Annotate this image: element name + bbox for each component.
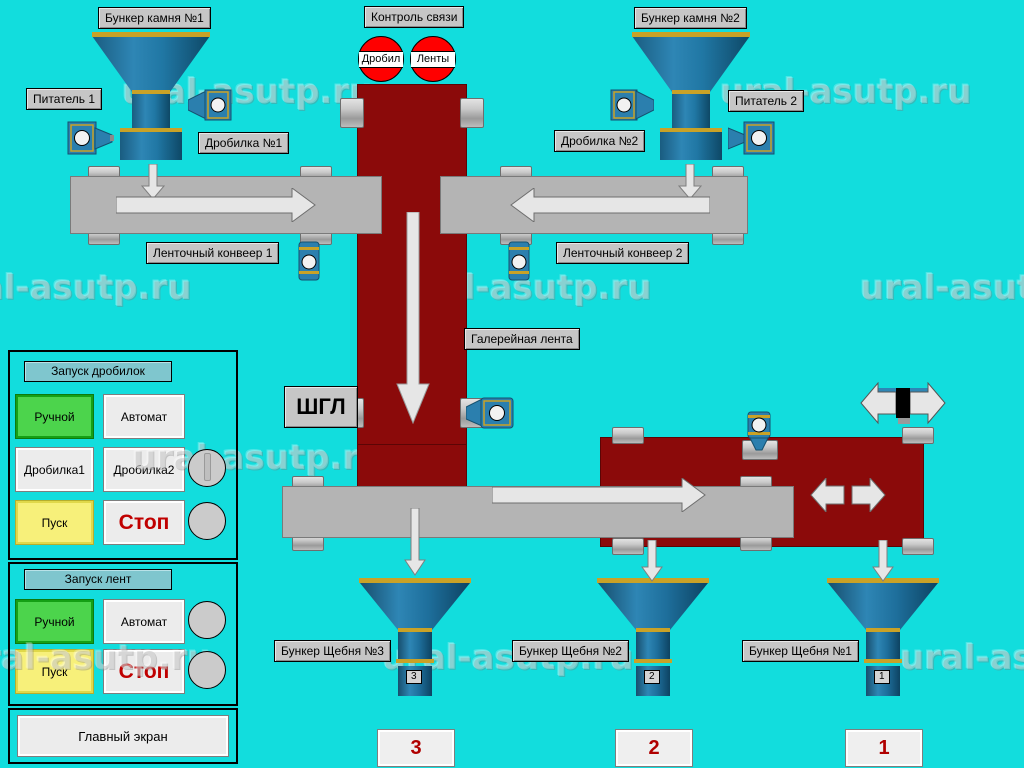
flow-arrow-down-to-belt-1 [141,164,165,200]
crusher-2-motor[interactable] [728,120,776,156]
feeder-1-motor[interactable] [188,88,234,122]
belt-mode-indicator-lamp [188,601,226,639]
shuttle-position-arrows [860,382,946,425]
tripper-travel-arrows [810,478,886,512]
flow-arrow-down-bunker-2 [641,540,663,582]
label-stone-bunker-2: Бункер камня №2 [634,7,747,29]
flow-arrow-down-to-belt-2 [678,164,702,200]
belt-conveyor-2-drive-motor[interactable] [505,240,533,282]
label-gravel-bunker-2: Бункер Щебня №2 [512,640,629,662]
readout-bunker-2[interactable]: 2 [616,730,692,766]
flow-arrow-down-bunker-3 [404,508,426,576]
crusher-select-indicator-lamp [188,449,226,487]
label-stone-bunker-1: Бункер камня №1 [98,7,211,29]
label-gravel-bunker-3: Бункер Щебня №3 [274,640,391,662]
gallery-belt-drive-motor[interactable] [466,396,516,430]
flow-arrow-right-belt-1 [116,188,316,222]
label-comm-control: Контроль связи [364,6,465,28]
crusher-panel-title: Запуск дробилок [24,361,172,382]
tripper-drive-motor[interactable] [744,410,774,452]
comm-indicator-belts[interactable]: Ленты [410,36,456,82]
crusher-2-select-button[interactable]: Дробилка2 [104,448,184,491]
belt-mode-manual-button[interactable]: Ручной [16,600,93,643]
readout-bunker-3[interactable]: 3 [378,730,454,766]
label-crusher-2: Дробилка №2 [554,130,646,152]
belt-panel-title: Запуск лент [24,569,172,590]
crusher-control-panel [8,350,238,560]
roller [460,98,484,128]
flow-arrow-left-belt-2 [510,188,710,222]
main-screen-button[interactable]: Главный экран [18,716,228,756]
belt-conveyor-1-drive-motor[interactable] [295,240,323,282]
label-crusher-1: Дробилка №1 [198,132,290,154]
crusher-1-select-button[interactable]: Дробилка1 [16,448,93,491]
gravel-bunker-2-level: 2 [644,670,660,684]
label-shgl: ШГЛ [284,386,358,428]
gravel-bunker-1-level: 1 [874,670,890,684]
gravel-bunker-3-level: 3 [406,670,422,684]
comm-indicator-crushers[interactable]: Дробил [358,36,404,82]
watermark: ural-asutp.ru [860,268,1024,308]
label-belt-conveyor-2: Ленточный конвеер 2 [556,242,690,264]
stone-bunker-2-graphic [632,32,750,160]
crusher-mode-manual-button[interactable]: Ручной [16,395,93,438]
readout-bunker-1[interactable]: 1 [846,730,922,766]
label-gallery-belt: Галерейная лента [464,328,580,350]
crusher-start-button[interactable]: Пуск [16,501,93,544]
label-feeder-2: Питатель 2 [728,90,804,112]
comm-indicator-belts-label: Ленты [411,50,455,68]
flow-arrow-down-bunker-1 [872,540,894,582]
gravel-bunker-2-graphic [597,578,709,696]
belt-control-panel [8,562,238,706]
belt-mode-auto-button[interactable]: Автомат [104,600,184,643]
comm-indicator-crushers-label: Дробил [359,50,403,68]
crusher-running-indicator-lamp [188,502,226,540]
flow-arrow-right-lower-conveyor [492,478,706,512]
label-gravel-bunker-1: Бункер Щебня №1 [742,640,859,662]
stone-bunker-1-graphic [92,32,210,160]
crusher-1-motor[interactable] [66,120,114,156]
flow-arrow-down-central [396,212,430,424]
roller [340,98,364,128]
navigation-panel [8,708,238,764]
belt-start-button[interactable]: Пуск [16,650,93,693]
crusher-stop-button[interactable]: Стоп [104,501,184,544]
roller [902,427,934,444]
label-feeder-1: Питатель 1 [26,88,102,110]
roller [902,538,934,555]
crusher-mode-auto-button[interactable]: Автомат [104,395,184,438]
belt-running-indicator-lamp [188,651,226,689]
roller [612,538,644,555]
roller [612,427,644,444]
belt-stop-button[interactable]: Стоп [104,650,184,693]
feeder-2-motor[interactable] [608,88,654,122]
watermark: ural-asutp.ru [0,268,192,308]
label-belt-conveyor-1: Ленточный конвеер 1 [146,242,280,264]
gravel-bunker-1-graphic [827,578,939,696]
